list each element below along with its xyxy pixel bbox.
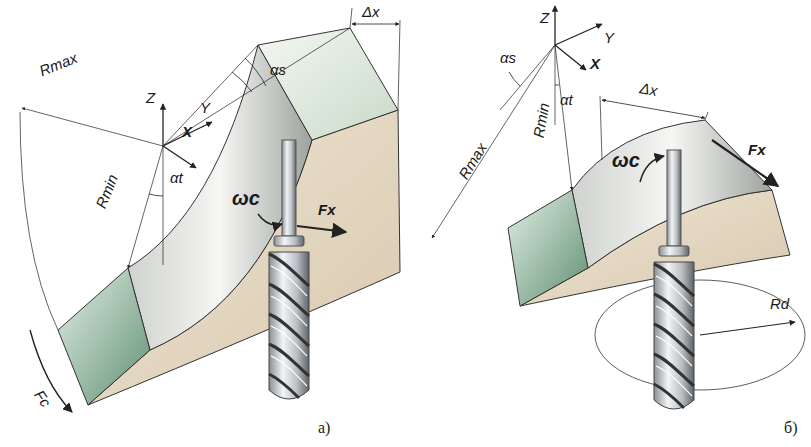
angular-velocity-label: ωc — [612, 150, 640, 170]
dimension-label: Rmin — [93, 172, 120, 210]
angle-label: αs — [270, 62, 286, 77]
angle-label: αs — [500, 50, 516, 65]
force-label: Fc — [32, 387, 54, 409]
panel-caption: а) — [318, 420, 330, 436]
angle-label: αt — [170, 170, 183, 185]
motion-arrows-b — [640, 140, 778, 186]
axis-label: Z — [146, 90, 155, 105]
dimension-label: Rmax — [37, 50, 79, 79]
axis-label: Y — [200, 100, 210, 115]
dimension-label: Δx — [362, 4, 380, 19]
dimension-label: Rmax — [456, 140, 489, 181]
panel-caption: б) — [784, 420, 797, 436]
dimension-label: Rmin — [531, 102, 552, 139]
workpiece-concave — [58, 28, 400, 405]
axis-label: X — [590, 56, 600, 71]
axis-label: Y — [604, 30, 614, 45]
force-label: Fx — [748, 142, 766, 157]
end-mill — [269, 140, 309, 399]
axis-label: X — [182, 124, 192, 139]
angular-velocity-label: ωc — [232, 188, 260, 208]
dimension-label: Δx — [639, 80, 659, 98]
angle-label: αt — [560, 92, 573, 107]
end-mill — [654, 150, 694, 409]
dimension-label: Rd — [770, 296, 789, 311]
axes-b — [432, 6, 795, 335]
force-label: Fx — [318, 202, 336, 217]
axis-label: Z — [540, 10, 549, 25]
axes-a — [20, 8, 400, 412]
